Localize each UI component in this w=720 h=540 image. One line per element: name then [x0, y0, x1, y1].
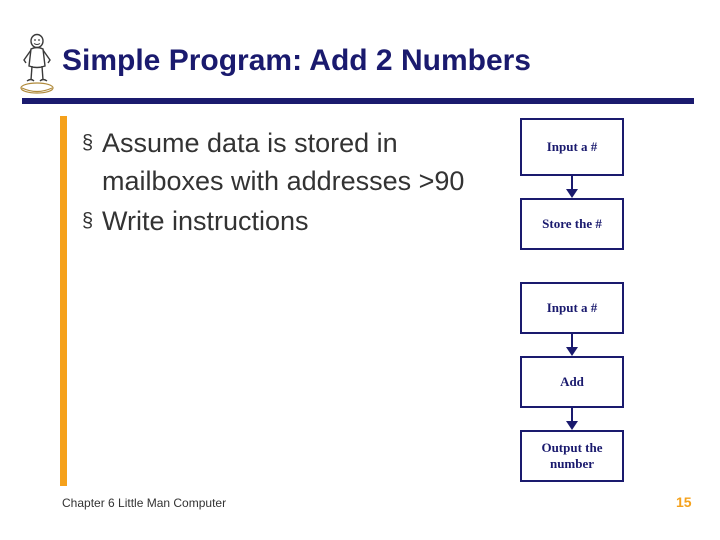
accent-bar	[60, 116, 67, 486]
flow-step-add: Add	[520, 356, 624, 408]
bullet-marker-icon: §	[82, 210, 94, 232]
flow-step-input-a-number-2: Input a #	[520, 282, 624, 334]
flow-step-output-the-number: Output the number	[520, 430, 624, 482]
title-divider	[22, 98, 694, 104]
flow-gap	[520, 250, 630, 282]
little-man-figure-icon	[14, 32, 60, 94]
flow-step-input-a-number-1: Input a #	[520, 118, 624, 176]
flow-arrow-down-icon	[520, 334, 624, 356]
flow-step-store-the-number: Store the #	[520, 198, 624, 250]
bullet-list: § Assume data is stored in mailboxes wit…	[82, 124, 482, 242]
list-item: § Assume data is stored in mailboxes wit…	[82, 124, 482, 200]
flow-arrow-down-icon	[520, 176, 624, 198]
list-item: § Write instructions	[82, 202, 482, 240]
bullet-text: Write instructions	[102, 206, 309, 236]
bullet-text: Assume data is stored in mailboxes with …	[102, 128, 465, 196]
footer-chapter-label: Chapter 6 Little Man Computer	[62, 496, 227, 510]
bullet-marker-icon: §	[82, 132, 94, 154]
flow-arrow-down-icon	[520, 408, 624, 430]
flowchart: Input a # Store the # Input a # Add Outp…	[520, 118, 630, 482]
page-number: 15	[676, 494, 692, 510]
page-title: Simple Program: Add 2 Numbers	[62, 44, 531, 77]
